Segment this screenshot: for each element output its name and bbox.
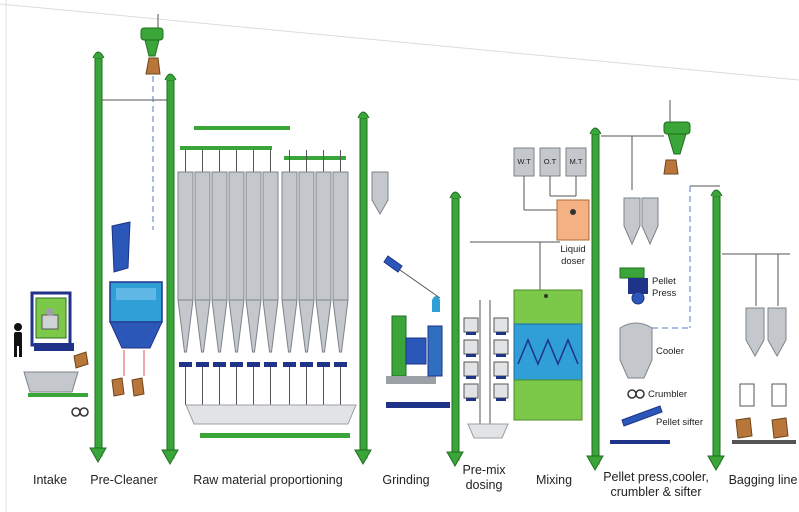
pre-cleaner-bag-2 — [131, 377, 145, 397]
premix-bin — [463, 383, 479, 401]
top-conveyor-1 — [194, 126, 290, 130]
mixer-unit — [513, 289, 583, 421]
bagging-bag-left — [735, 417, 753, 439]
grinding-feeder — [383, 255, 403, 273]
silo — [228, 150, 245, 405]
bagging-section — [722, 253, 796, 444]
label-pellet-press-1: Pellet — [652, 276, 676, 287]
bucket-elevator-5 — [591, 133, 600, 465]
label-tank-3: M.T — [570, 157, 583, 166]
grinding-section — [371, 171, 464, 468]
intake-truck-icon — [30, 291, 74, 351]
grinding-motor-icon — [427, 296, 443, 377]
intake-section — [14, 291, 89, 417]
premix-bin — [463, 361, 479, 379]
label-liquid-1: Liquid — [560, 244, 585, 255]
premix-bin — [493, 339, 509, 357]
label-grinding: Grinding — [382, 473, 429, 487]
label-tank-1: W.T — [517, 157, 531, 166]
bucket-elevator-1 — [94, 57, 103, 457]
bagging-conveyor — [732, 440, 796, 444]
crumbler-icon — [627, 389, 645, 399]
bucket-elevator-3 — [359, 117, 368, 459]
pellet-bin-right — [641, 197, 659, 246]
label-premix-2: dosing — [466, 478, 503, 492]
bagging-bag-right — [771, 417, 789, 439]
label-pellet-2: crumbler & sifter — [611, 485, 702, 499]
premix-bin — [493, 317, 509, 335]
label-premix-1: Pre-mix — [462, 463, 506, 477]
pre-cleaner-bag-1 — [111, 377, 125, 397]
pellet-section — [601, 100, 725, 472]
label-pellet-press-2: Press — [652, 288, 677, 299]
grinding-base-conveyor — [386, 402, 450, 408]
premix-collector — [467, 423, 509, 439]
silo — [194, 150, 211, 405]
label-tank-2: O.T — [544, 157, 557, 166]
premix-bin — [493, 383, 509, 401]
label-mixing: Mixing — [536, 473, 572, 487]
premix-bin — [463, 317, 479, 335]
pre-cleaner-section — [89, 14, 179, 466]
label-raw-material: Raw material proportioning — [193, 473, 342, 487]
label-bagging: Bagging line — [729, 473, 798, 487]
bucket-elevator-2 — [166, 79, 175, 459]
silo — [298, 150, 315, 405]
mixing-section — [470, 127, 604, 472]
bucket-elevator-6 — [712, 195, 721, 465]
bucket-elevator-4 — [451, 197, 460, 461]
silo-bank — [177, 150, 349, 405]
silo — [281, 150, 298, 405]
label-pellet-sifter: Pellet sifter — [656, 417, 703, 428]
pellet-press-icon — [619, 267, 648, 305]
pellet-base-conveyor — [610, 440, 670, 444]
silo — [245, 150, 262, 405]
label-pre-cleaner: Pre-Cleaner — [90, 473, 157, 487]
label-cooler: Cooler — [656, 346, 684, 357]
intake-hopper — [23, 371, 79, 393]
silo — [332, 150, 349, 405]
pellet-bin-left — [623, 197, 641, 246]
label-crumbler: Crumbler — [648, 389, 687, 400]
bagging-scale-right — [771, 383, 787, 407]
batch-scale-hopper — [185, 404, 357, 425]
silo — [177, 150, 194, 405]
grinding-bin — [371, 171, 389, 216]
silo — [211, 150, 228, 405]
label-liquid-2: doser — [561, 256, 585, 267]
frame-line — [0, 3, 799, 81]
intake-bag-icon — [73, 351, 89, 369]
hammer-mill-icon — [386, 315, 436, 384]
label-intake: Intake — [33, 473, 67, 487]
cooler — [619, 322, 653, 379]
intake-conveyor — [28, 393, 88, 397]
bagging-scale-left — [739, 383, 755, 407]
bottom-conveyor — [200, 433, 350, 438]
top-conveyor-3 — [284, 156, 346, 160]
pre-cleaner-unit — [111, 221, 131, 273]
premix-bin — [493, 361, 509, 379]
bagging-bin-right — [767, 307, 787, 358]
person-icon — [14, 323, 22, 357]
premix-bin — [463, 339, 479, 357]
premix-section — [463, 300, 509, 424]
pellet-filter-cyclone-icon — [663, 100, 691, 175]
label-pellet-1: Pellet press,cooler, — [603, 470, 709, 484]
top-conveyor-2 — [180, 146, 272, 150]
liquid-doser — [556, 199, 590, 241]
filter-cyclone-icon — [140, 14, 164, 75]
bagging-bin-left — [745, 307, 765, 358]
pellet-sifter — [621, 405, 663, 427]
silo — [262, 150, 279, 405]
silo — [315, 150, 332, 405]
raw-material-section — [177, 111, 372, 466]
